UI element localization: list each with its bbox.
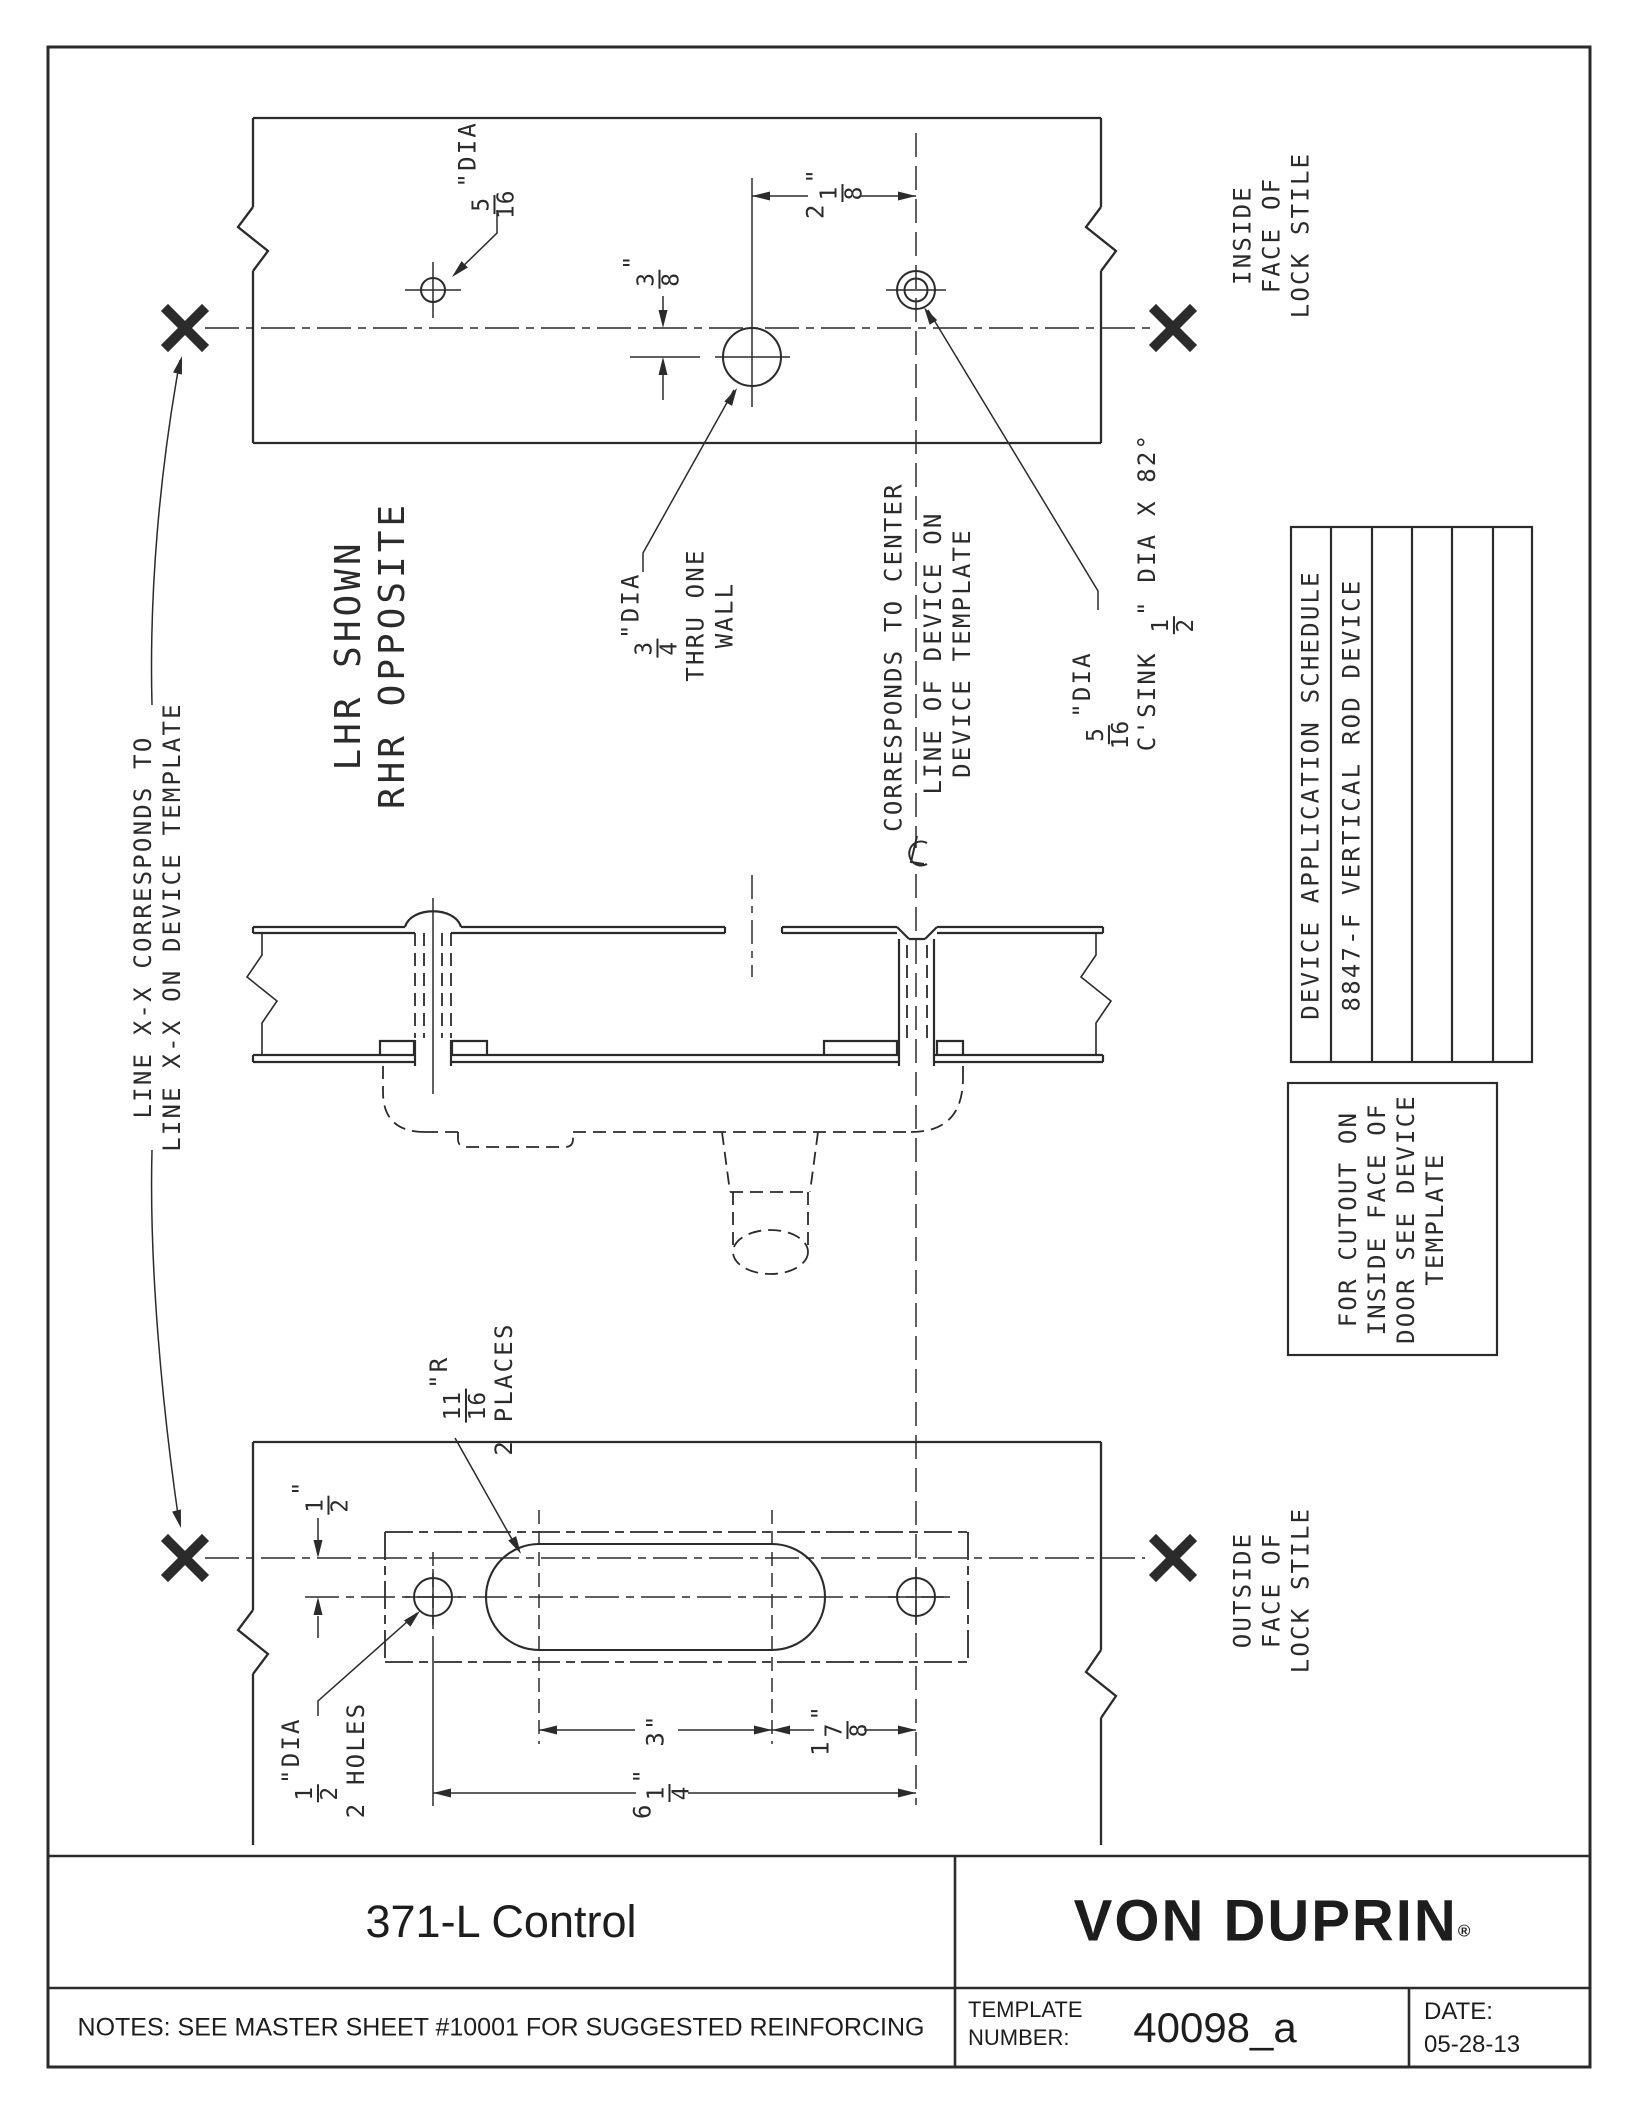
section-view-hidden: [382, 933, 964, 1275]
cutout-note-box: [1286, 1081, 1499, 1357]
brand-registered-mark: ®: [1457, 1921, 1471, 1941]
sheet-title: 371-L Control: [365, 1896, 637, 1947]
title-block-lines: [48, 1854, 1590, 2067]
top-view-dims: [453, 178, 1099, 610]
line-xx-leaders: [150, 359, 181, 1523]
section-view-centerlines: [432, 875, 753, 1094]
top-view-arrowheads: [452, 191, 938, 406]
bottom-view-arrowheads: [313, 1536, 916, 1798]
sheet-notes: NOTES: SEE MASTER SHEET #10001 FOR SUGGE…: [77, 2013, 925, 2042]
brand-logo-text: VON DUPRIN: [1073, 1888, 1458, 1954]
dim-3-label: 3": [641, 1713, 670, 1747]
schedule-device: 8847-F VERTICAL ROD DEVICE: [1337, 578, 1366, 1012]
date-caption: DATE:: [1424, 1998, 1493, 2025]
brand-logo: VON DUPRIN®: [1074, 1888, 1471, 1955]
bottom-view-centerlines: [205, 1510, 1145, 1806]
schedule-table-lines: [1289, 525, 1534, 1064]
section-view-breaks: [245, 933, 1113, 1055]
date-value: 05-28-13: [1424, 2031, 1521, 2058]
line-xx-leader-arrows: [172, 356, 182, 1528]
schedule-title: DEVICE APPLICATION SCHEDULE: [1296, 570, 1325, 1020]
template-number-value: 40098_a: [1133, 2004, 1297, 2051]
sheet-border: [46, 45, 1592, 2069]
section-view-object: [251, 910, 1105, 1066]
x-markers: [160, 303, 1198, 1583]
centerline-note-1: CORRESPONDS TO CENTER: [879, 482, 908, 832]
centerline-symbol: [908, 835, 928, 867]
top-view-centerlines: [205, 133, 1150, 1805]
